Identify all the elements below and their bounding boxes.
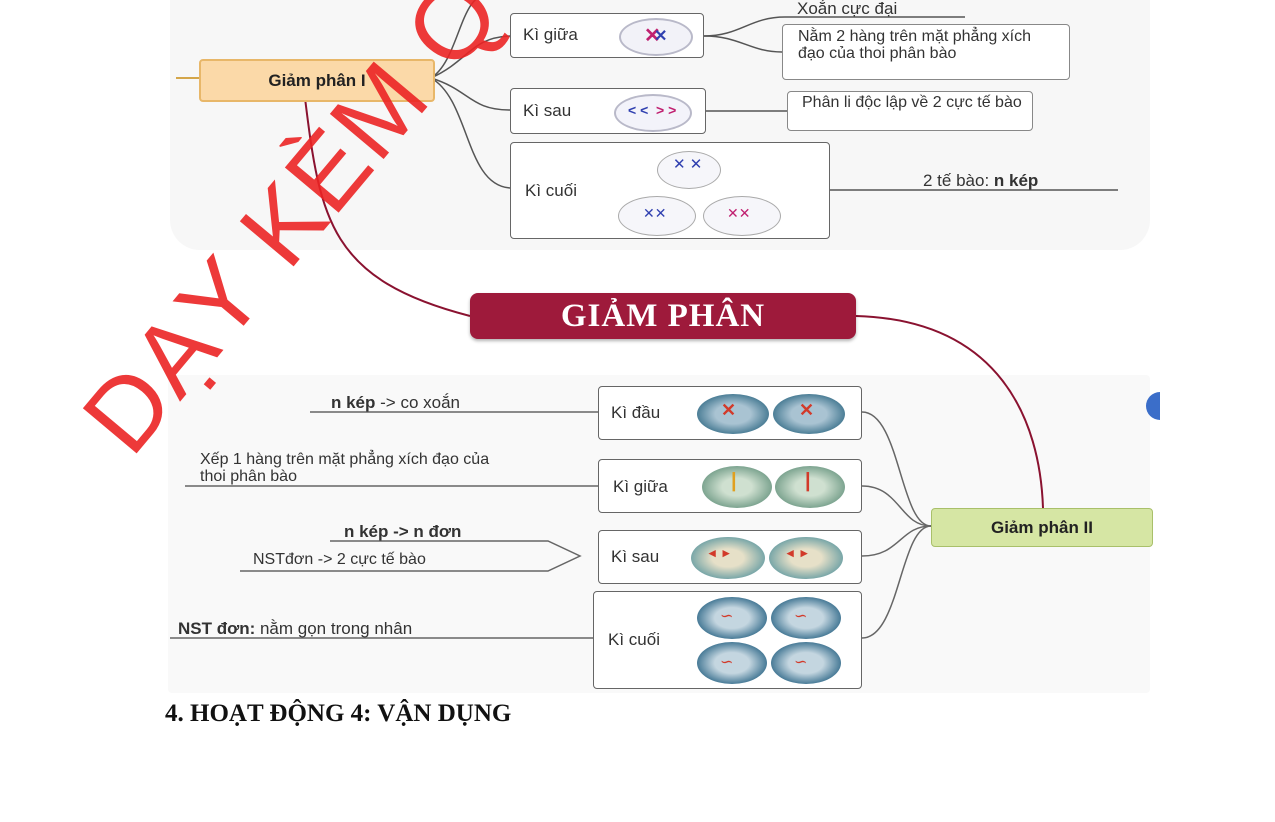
meiosis2-telophase-box[interactable]: Kì cuối ∽ ∽ ∽ ∽: [593, 591, 862, 689]
phase-label: Kì giữa: [613, 477, 668, 496]
cell-icon: < < > >: [614, 94, 692, 132]
meiosis2-metaphase-box[interactable]: Kì giữa | |: [598, 459, 862, 513]
cell-icon: [769, 537, 843, 579]
cell-icon: [691, 537, 765, 579]
phase-label: Kì sau: [523, 101, 572, 120]
meiosis1-node[interactable]: Giảm phân I: [199, 59, 435, 102]
cell-icon: [773, 394, 845, 434]
meiosis1-telophase-box[interactable]: Kì cuối ✕ ✕ ✕✕ ✕✕: [510, 142, 830, 239]
cell-icon: [702, 466, 772, 508]
cell-icon: [657, 151, 721, 189]
meiosis2-prophase-box[interactable]: Kì đầu ✕ ✕: [598, 386, 862, 440]
phase-label: Kì giữa: [523, 25, 578, 44]
cell-icon: [618, 196, 696, 236]
cell-icon: [771, 597, 841, 639]
note-telophase-2: NST đơn: nằm gọn trong nhân: [178, 619, 413, 638]
cell-icon: [703, 196, 781, 236]
cell-icon: ✕ ✕: [619, 18, 693, 56]
phase-label: Kì cuối: [525, 181, 577, 200]
cell-icon: [697, 642, 767, 684]
circle-fragment-icon: [1146, 392, 1160, 420]
meiosis1-anaphase-box[interactable]: Kì sau < < > >: [510, 88, 706, 134]
note-metaphase: Xếp 1 hàng trên mặt phẳng xích đạo của t…: [200, 451, 490, 485]
note-box-anaphase: Phân li độc lập về 2 cực tế bào: [787, 91, 1033, 131]
phase-label: Kì cuối: [608, 630, 660, 649]
note-box-metaphase: Nằm 2 hàng trên mặt phẳng xích đạo của t…: [782, 24, 1070, 80]
phase-label: Kì sau: [611, 547, 660, 566]
section-heading: 4. HOẠT ĐỘNG 4: VẬN DỤNG: [165, 700, 512, 727]
cell-icon: [697, 394, 769, 434]
note-xoan-cuc-dai: Xoắn cực đại: [797, 0, 898, 18]
cell-icon: [771, 642, 841, 684]
cell-icon: [775, 466, 845, 508]
meiosis1-metaphase-box[interactable]: Kì giữa ✕ ✕: [510, 13, 704, 58]
meiosis2-anaphase-box[interactable]: Kì sau ◂ ▸ ◂ ▸: [598, 530, 862, 584]
note-telophase: 2 tế bào: n kép: [923, 171, 1039, 190]
meiosis2-node[interactable]: Giảm phân II: [931, 508, 1153, 547]
cell-icon: [697, 597, 767, 639]
main-node[interactable]: GIẢM PHÂN: [470, 293, 856, 339]
note-prophase: n kép -> co xoắn: [331, 393, 460, 412]
note-anaphase: NSTđơn -> 2 cực tế bào: [253, 551, 426, 568]
phase-label: Kì đầu: [611, 403, 661, 422]
note-anaphase-bold: n kép -> n đơn: [344, 522, 462, 541]
